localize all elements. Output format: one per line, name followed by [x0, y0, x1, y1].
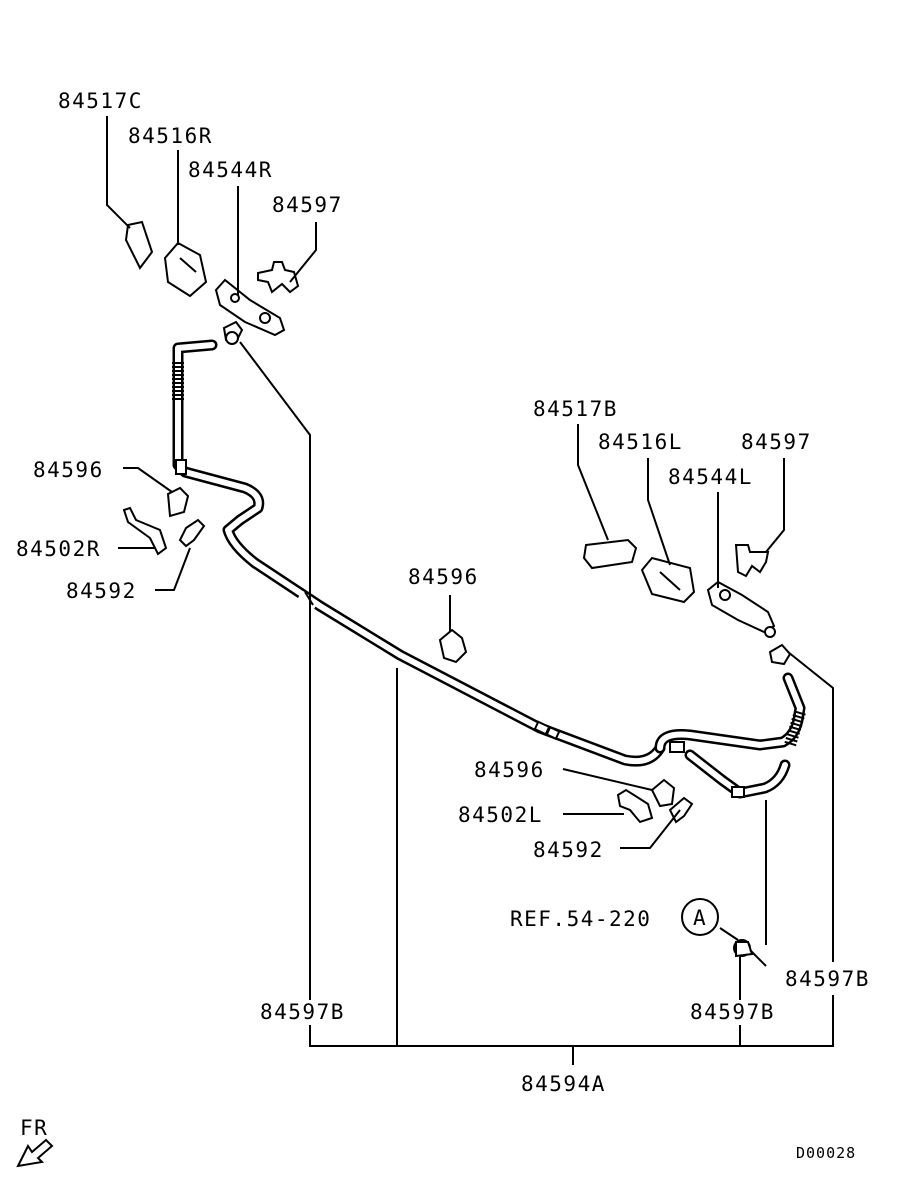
front-direction-arrow-icon	[16, 1138, 54, 1168]
part-84516r-cover	[163, 241, 208, 298]
part-84544r-nozzle	[214, 278, 286, 337]
label-84597-top: 84597	[272, 193, 343, 217]
part-84597b-clip-bottom	[733, 939, 754, 958]
label-84596-left: 84596	[33, 458, 104, 482]
label-circle-a: A	[693, 906, 707, 930]
label-84592-left: 84592	[66, 579, 137, 603]
label-ref-54-220: REF.54-220	[510, 907, 651, 931]
part-84596-clip-mid	[438, 628, 468, 664]
part-84596-clip-lower	[650, 778, 676, 808]
label-84516l: 84516L	[598, 430, 683, 454]
part-84517b-cap	[582, 538, 638, 570]
part-84597-bracket-top	[257, 261, 300, 294]
part-84502r-bracket	[122, 506, 168, 556]
ref-circle-a	[681, 898, 719, 936]
part-84592-screw-left	[178, 518, 206, 548]
label-84596-lower: 84596	[474, 758, 545, 782]
part-84517c-cap	[124, 220, 154, 270]
label-84592-lower: 84592	[533, 838, 604, 862]
label-84517b: 84517B	[533, 397, 618, 421]
label-84594a: 84594A	[521, 1072, 606, 1096]
label-84544l: 84544L	[668, 465, 753, 489]
label-fr: FR	[20, 1116, 48, 1140]
washer-hose-assembly	[172, 339, 806, 799]
label-84597-right: 84597	[741, 430, 812, 454]
part-84597b-clip-top	[222, 320, 244, 345]
label-84597b-mid: 84597B	[690, 1000, 775, 1024]
part-84502l-bracket	[616, 788, 654, 824]
part-84516l-cover	[640, 556, 696, 604]
part-84597-bracket-right	[734, 544, 770, 578]
label-84544r: 84544R	[188, 158, 273, 182]
part-84544l-nozzle	[706, 580, 776, 638]
label-84597b-left: 84597B	[260, 1000, 345, 1024]
label-84516r: 84516R	[128, 124, 213, 148]
part-labels: 84517C 84516R 84544R 84597 84517B 84516L…	[16, 89, 870, 1162]
label-84596-mid: 84596	[408, 565, 479, 589]
label-84597b-right: 84597B	[785, 967, 870, 991]
leader-lines	[106, 116, 834, 1065]
part-84597b-clip-right	[768, 643, 792, 666]
label-diagram-code: D00028	[796, 1144, 856, 1162]
label-84502r: 84502R	[16, 537, 101, 561]
label-84502l: 84502L	[458, 803, 543, 827]
part-84596-clip-left	[166, 486, 190, 518]
label-84517c: 84517C	[58, 89, 143, 113]
